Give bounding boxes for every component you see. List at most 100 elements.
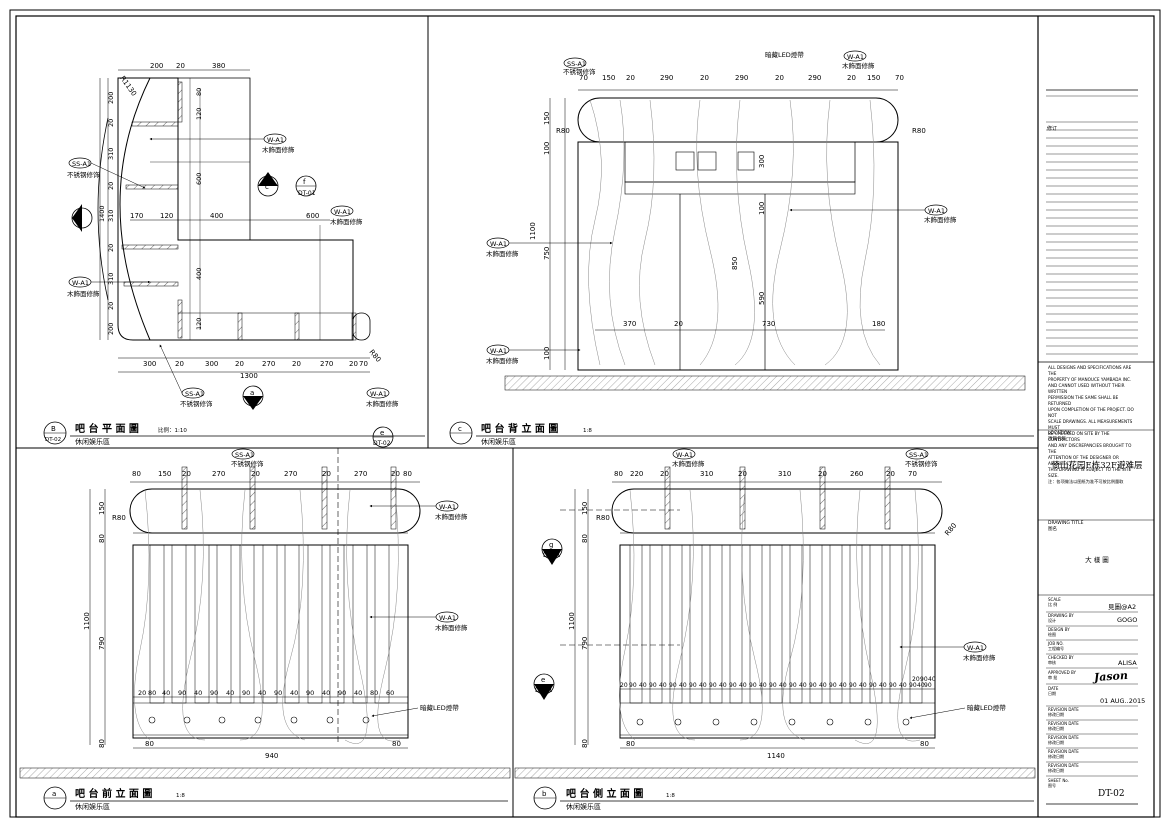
callout-front-led: 暗藏LED燈帶 <box>420 703 459 712</box>
dim-back-top-0: 70 <box>579 74 588 82</box>
dim-side-slat-8: 40 <box>699 682 707 689</box>
tb-disclaimer: ALL DESIGNS AND SPECIFICATIONS ARE THE P… <box>1048 365 1138 485</box>
dim-side-slat-20: 40 <box>819 682 827 689</box>
tb-drawing-title-label: DRAWING TITLE <box>1048 521 1084 526</box>
side-slats <box>629 544 923 704</box>
dim-plan-bottom-0: 300 <box>143 360 156 368</box>
dim-back-bottom-3: 180 <box>872 320 885 328</box>
dim-side-slat-25: 90 <box>869 682 877 689</box>
callout-back-w-code-top: W-A1 <box>847 53 864 61</box>
dim-plan-left-3: 20 <box>107 182 115 190</box>
side-elevation <box>514 466 1036 779</box>
tb-disclaimer-line: BE CHECKED ON SITE BY THE CONTRACTORS <box>1048 431 1110 442</box>
callout-plan-ss-text: 不锈钢修饰 <box>67 170 100 179</box>
plan-callouts: SS-A1 不锈钢修饰 W-A1 木飾面修飾 W-A1 木飾面修飾 W-A1 木… <box>67 133 399 408</box>
callout-plan-ss-text-bottom: 不锈钢修饰 <box>180 399 213 408</box>
side-floor <box>514 767 1036 779</box>
dim-plan-inner-4: 120 <box>195 318 203 330</box>
tb-drawing-title: 大 樣 圖 <box>1085 556 1109 564</box>
callout-front-w-code-top: W-A1 <box>439 503 456 511</box>
dim-front-top-6: 20 <box>322 470 331 478</box>
dim-plan-left-1: 20 <box>107 119 115 127</box>
dim-front-slat-4: 40 <box>194 689 202 697</box>
dim-back-left-1: 100 <box>543 142 551 155</box>
sheet-inner-border <box>15 15 1155 818</box>
section-mark-a: a <box>250 389 254 397</box>
dim-front-top-0: 80 <box>132 470 141 478</box>
dim-plan-mid-3: 600 <box>306 212 319 220</box>
callout-plan-w-code-left: W-A1 <box>72 279 89 287</box>
front-callouts: SS-A1 不锈钢修饰 W-A1 木飾面修飾 W-A1 木飾面修飾 暗藏LED燈… <box>231 448 468 717</box>
callout-back-ss-text: 不锈钢修饰 <box>563 67 596 76</box>
tb-revisions-label: 修订 <box>1047 126 1058 132</box>
section-mark-e-front: e <box>380 429 384 437</box>
tb-location-label: LOCATION <box>1048 431 1071 436</box>
dim-side-slat-23: 90 <box>849 682 857 689</box>
dim-side-slat-22: 40 <box>839 682 847 689</box>
dim-front-r80: R80 <box>112 514 126 522</box>
dim-side-slat-5: 90 <box>669 682 677 689</box>
section-mark-e-front-ref: DT-02 <box>373 440 391 447</box>
dim-front-slat-7: 90 <box>242 689 250 697</box>
dim-front-top-3: 270 <box>212 470 225 478</box>
section-mark-f-ref: DT-01 <box>298 190 316 197</box>
dim-front-slat-9: 90 <box>274 689 282 697</box>
tb-location-label-cn: 项目名称 <box>1048 437 1066 442</box>
dim-side-slat-24: 40 <box>859 682 867 689</box>
tb-rev-label: REVISION DATE <box>1048 721 1079 726</box>
callout-plan-w-text-right: 木飾面修飾 <box>330 217 363 226</box>
plan-curved-edge <box>119 77 151 341</box>
callout-front-w-text-top: 木飾面修飾 <box>435 512 468 521</box>
dim-back-bottom-0: 370 <box>623 320 636 328</box>
dim-back-total-h: 1100 <box>529 222 537 240</box>
dim-back-inner-2: 850 <box>731 257 739 270</box>
dim-plan-top-1: 20 <box>176 62 185 70</box>
dim-back-r80-right: R80 <box>912 127 926 135</box>
dim-back-left-0: 150 <box>543 112 551 125</box>
dim-back-top-8: 20 <box>847 74 856 82</box>
dim-back-r80-left: R80 <box>556 127 570 135</box>
tb-sheet-number: DT-02 <box>1098 789 1125 799</box>
front-title: 吧 台 前 立 面 圖 <box>75 787 152 800</box>
dim-side-slat-16: 40 <box>779 682 787 689</box>
dim-plan-mid-0: 170 <box>130 212 143 220</box>
dim-side-slat-15: 90 <box>769 682 777 689</box>
dim-back-inner-1: 100 <box>758 202 766 215</box>
panel-title-side: b 吧 台 側 立 面 圖 1:8 休闲娱乐區 <box>533 786 1034 811</box>
side-title: 吧 台 側 立 面 圖 <box>566 787 643 800</box>
section-mark-e-side-ref: DT-01 <box>535 687 553 694</box>
dim-plan-inner-3: 400 <box>195 268 203 280</box>
dim-back-top-3: 290 <box>660 74 673 82</box>
tb-sheet-label: SHEET No. <box>1048 778 1069 783</box>
callout-side-w-text-top: 木飾面修飾 <box>672 459 705 468</box>
side-dims: 80 220 20 310 20 310 20 260 20 70 150 80… <box>568 470 958 760</box>
dim-plan-left-0: 200 <box>107 92 115 104</box>
tb-scale-label-cn: 比 例 <box>1048 602 1058 607</box>
plan-view <box>97 69 371 373</box>
tb-rev-label: REVISION DATE <box>1048 707 1079 712</box>
dim-side-bottom-1: 1140 <box>767 752 785 760</box>
plan-marker: B <box>51 425 56 433</box>
dim-plan-inner-1: 120 <box>195 108 203 120</box>
dim-side-top-2: 20 <box>660 470 669 478</box>
panel-title-front: a 吧 台 前 立 面 圖 1:8 休闲娱乐區 <box>43 786 508 811</box>
dim-front-top-8: 20 <box>391 470 400 478</box>
dim-front-bottom-1: 940 <box>265 752 278 760</box>
dim-plan-bottom-6: 270 <box>320 360 333 368</box>
dim-side-slat-3: 90 <box>649 682 657 689</box>
callout-front-w-text-mid: 木飾面修飾 <box>435 623 468 632</box>
tb-date-label-cn: 日期 <box>1048 691 1056 696</box>
tb-disclaimer-line: ATTENTION OF THE DESIGNER OR ARCHITECT. <box>1048 455 1119 466</box>
front-floor <box>19 767 511 779</box>
dim-side-bottom-0: 80 <box>626 740 635 748</box>
dim-side-slat-18: 40 <box>799 682 807 689</box>
side-callouts: W-A1 木飾面修飾 SS-A1 不锈钢修饰 W-A1 木飾面修飾 暗藏LED燈… <box>672 448 1006 719</box>
dim-side-left-3: 80 <box>581 739 589 748</box>
dim-plan-bottom-7: 20 <box>349 360 358 368</box>
dim-plan-bottom-4: 270 <box>262 360 275 368</box>
dim-side-slat-17: 90 <box>789 682 797 689</box>
dim-side-top-7: 260 <box>850 470 863 478</box>
side-section-symbols: g DT-01 e DT-01 <box>533 538 563 700</box>
dim-back-left-2: 750 <box>543 247 551 260</box>
dim-side-slat-9: 90 <box>709 682 717 689</box>
